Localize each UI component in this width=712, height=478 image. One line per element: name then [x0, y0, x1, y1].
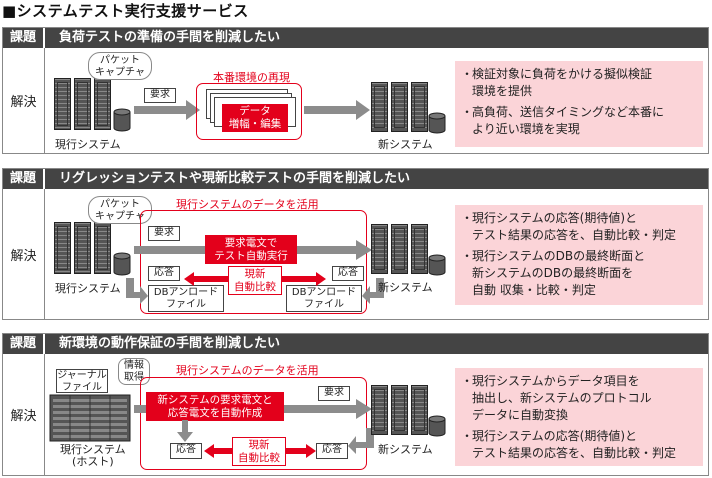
- host-mainframe-icon: [49, 394, 131, 442]
- bullet-item: ・現行システムからデータ項目を 抽出し、新システムのプロトコル データに自動変換: [461, 374, 652, 422]
- issue-text: 負荷テストの準備の手間を削減したい: [59, 30, 281, 45]
- current-system-label: 現行システム: [55, 138, 121, 151]
- server-icon: [94, 222, 111, 274]
- journal-file: ジャーナル ファイル: [56, 369, 108, 393]
- use-data-frame: [140, 210, 367, 314]
- solution-key-label: 解決: [10, 409, 37, 424]
- server-icon: [74, 78, 91, 130]
- current-system-label: 現行システム: [55, 282, 121, 295]
- solution-bullets: ・現行システムからデータ項目を 抽出し、新システムのプロトコル データに自動変換…: [455, 368, 703, 466]
- server-icon: [371, 82, 388, 132]
- panel-header: 課題 リグレッションテストや現新比較テストの手間を削減したい: [3, 169, 708, 189]
- bullet-item: ・検証対象に負荷をかける擬似検証 環境を提供: [461, 67, 653, 98]
- new-system-label: 新システム: [378, 443, 433, 456]
- server-icon: [54, 78, 71, 130]
- use-data-label: 現行システムのデータを活用: [176, 198, 319, 211]
- server-icon: [391, 82, 408, 132]
- database-icon: [428, 415, 446, 437]
- server-icon: [411, 224, 428, 274]
- bullet-text: 現行システムからデータ項目を 抽出し、新システムのプロトコル データに自動変換: [472, 374, 652, 422]
- server-icon: [54, 222, 71, 274]
- solution-bullets: ・検証対象に負荷をかける擬似検証 環境を提供 ・高負荷、送信タイミングなど本番に…: [455, 61, 703, 147]
- panel-header: 課題 新環境の動作保証の手間を削減したい: [3, 334, 708, 354]
- db-unload-file: DBアンロード ファイル: [286, 285, 362, 312]
- host-system-label: 現行システム (ホスト): [60, 443, 126, 468]
- bullet-item: ・現行システムの応答(期待値)と テスト結果の応答を、自動比較・判定: [461, 211, 677, 242]
- server-icon: [74, 222, 91, 274]
- server-icon: [391, 224, 408, 274]
- database-icon: [113, 108, 131, 132]
- use-data-label: 現行システムのデータを活用: [176, 364, 319, 377]
- response-arrow-right: [362, 278, 384, 304]
- auto-compare-box: 現新 自動比較: [228, 266, 282, 295]
- response-arrow-left: [126, 278, 148, 304]
- issue-key: 課題: [3, 169, 45, 189]
- new-system-label: 新システム: [378, 281, 433, 294]
- reproduce-label: 本番環境の再現: [213, 71, 290, 84]
- request-label: 要求: [318, 386, 350, 401]
- solution-key-label: 解決: [10, 95, 37, 110]
- solution-key: 解決: [3, 189, 45, 319]
- response-label: 応答: [170, 443, 202, 459]
- db-unload-file: DBアンロード ファイル: [148, 285, 224, 312]
- solution-bullets: ・現行システムの応答(期待値)と テスト結果の応答を、自動比較・判定 ・現行シス…: [455, 205, 703, 305]
- issue-text: 新環境の動作保証の手間を削減したい: [59, 336, 281, 351]
- panel-header: 課題 負荷テストの準備の手間を削減したい: [3, 28, 708, 48]
- use-data-frame: [140, 377, 367, 470]
- server-icon: [371, 224, 388, 274]
- page-title: ■システムテスト実行支援サービス: [2, 2, 249, 20]
- solution-key: 解決: [3, 354, 45, 475]
- server-icon: [411, 385, 428, 435]
- request-label: 要求: [144, 88, 176, 103]
- data-amplify-box: データ 増幅・編集: [222, 104, 288, 132]
- bullet-item: ・現行システムのDBの最終断面と 新システムのDBの最終断面を 自動 収集・比較…: [461, 249, 646, 297]
- issue-key: 課題: [3, 28, 45, 48]
- output-arrow: [304, 100, 370, 120]
- solution-key: 解決: [3, 48, 45, 153]
- packet-capture-bubble: パケット キャプチャ: [88, 196, 152, 224]
- request-arrow: [134, 100, 200, 120]
- response-arrow-right: [348, 428, 374, 454]
- bullet-text: 検証対象に負荷をかける擬似検証 環境を提供: [472, 67, 653, 98]
- bullet-text: 現行システムの応答(期待値)と テスト結果の応答を、自動比較・判定: [472, 211, 677, 242]
- database-icon: [428, 254, 446, 276]
- packet-capture-bubble: パケット キャプチャ: [88, 52, 152, 80]
- server-icon: [371, 385, 388, 435]
- bullet-text: 高負荷、送信タイミングなど本番に より近い環境を実現: [472, 105, 665, 136]
- down-arrow: [177, 420, 193, 442]
- request-label: 要求: [148, 226, 180, 241]
- solution-key-label: 解決: [10, 248, 37, 264]
- server-icon: [391, 385, 408, 435]
- server-icon: [411, 82, 428, 132]
- issue-text: リグレッションテストや現新比較テストの手間を削減したい: [59, 171, 411, 186]
- bullet-text: 現行システムの応答(期待値)と テスト結果の応答を、自動比較・判定: [472, 429, 677, 460]
- bullet-text: 現行システムのDBの最終断面と 新システムのDBの最終断面を 自動 収集・比較・…: [472, 249, 646, 297]
- response-label: 応答: [316, 443, 348, 459]
- auto-exec-box: 要求電文で テスト自動実行: [205, 235, 297, 264]
- new-system-label: 新システム: [378, 138, 433, 151]
- bullet-item: ・高負荷、送信タイミングなど本番に より近い環境を実現: [461, 105, 665, 136]
- auto-create-box: 新システムの要求電文と 応答電文を自動作成: [146, 392, 284, 421]
- auto-compare-box: 現新 自動比較: [232, 437, 286, 466]
- server-icon: [94, 78, 111, 130]
- database-icon: [428, 112, 446, 134]
- reproduce-frame: [196, 83, 302, 140]
- response-label: 応答: [148, 266, 180, 281]
- bullet-item: ・現行システムの応答(期待値)と テスト結果の応答を、自動比較・判定: [461, 429, 677, 460]
- database-icon: [113, 252, 131, 276]
- issue-key: 課題: [3, 334, 45, 354]
- response-label: 応答: [332, 266, 364, 281]
